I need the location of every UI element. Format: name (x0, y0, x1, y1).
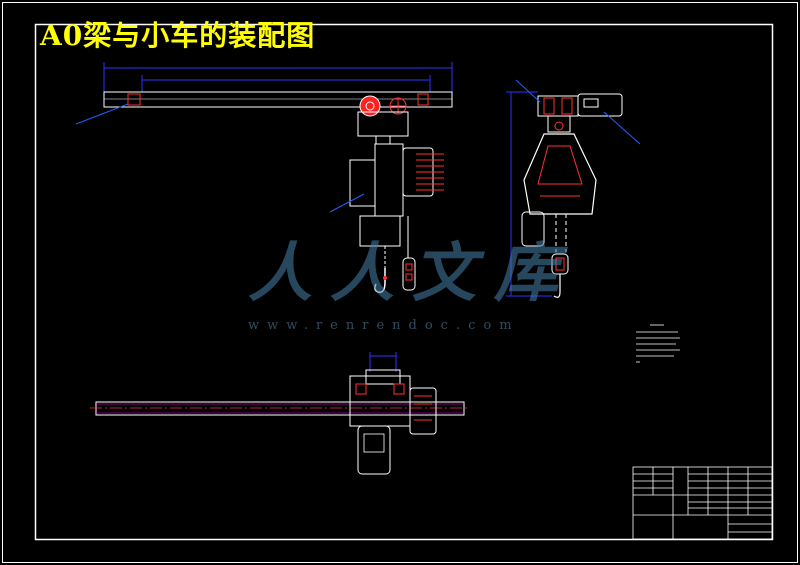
i-beam (103, 91, 453, 108)
plan-motor (409, 387, 437, 435)
hoist-hook (374, 268, 386, 294)
trolley-connector (375, 135, 391, 145)
side-hoist-body (523, 133, 597, 215)
motor-cooling-fins (416, 153, 444, 191)
technical-notes (636, 324, 680, 363)
side-view (506, 79, 641, 298)
hoist-body (374, 143, 404, 217)
hoist-lower-housing (359, 215, 401, 247)
side-leader-lines (515, 79, 641, 145)
drawing-frame (34, 23, 774, 541)
side-hook (553, 274, 561, 298)
beam-end-stop-right (417, 93, 429, 106)
trolley-wheel-hub (365, 101, 375, 111)
trolley-frame (357, 111, 409, 137)
hoist-gearbox (349, 159, 376, 207)
trolley-wheel (359, 95, 381, 117)
side-chain (555, 214, 567, 252)
title-block (632, 466, 773, 540)
plan-view (90, 352, 470, 475)
front-leader-lines (75, 103, 365, 213)
watermark-brand: 人人文库 (248, 236, 576, 311)
side-travel-motor (577, 93, 623, 117)
front-dimension-lines (103, 62, 453, 92)
plan-hoist (357, 425, 391, 475)
side-yoke (547, 116, 571, 133)
pendant-control (402, 257, 416, 291)
beam-end-stop-left (127, 93, 141, 106)
drawing-title: A0梁与小车的装配图 (40, 19, 316, 52)
watermark-url: www.renrendoc.com (248, 318, 520, 333)
plan-beam (95, 401, 465, 416)
front-view (75, 62, 453, 294)
side-chain-bag (521, 211, 545, 247)
